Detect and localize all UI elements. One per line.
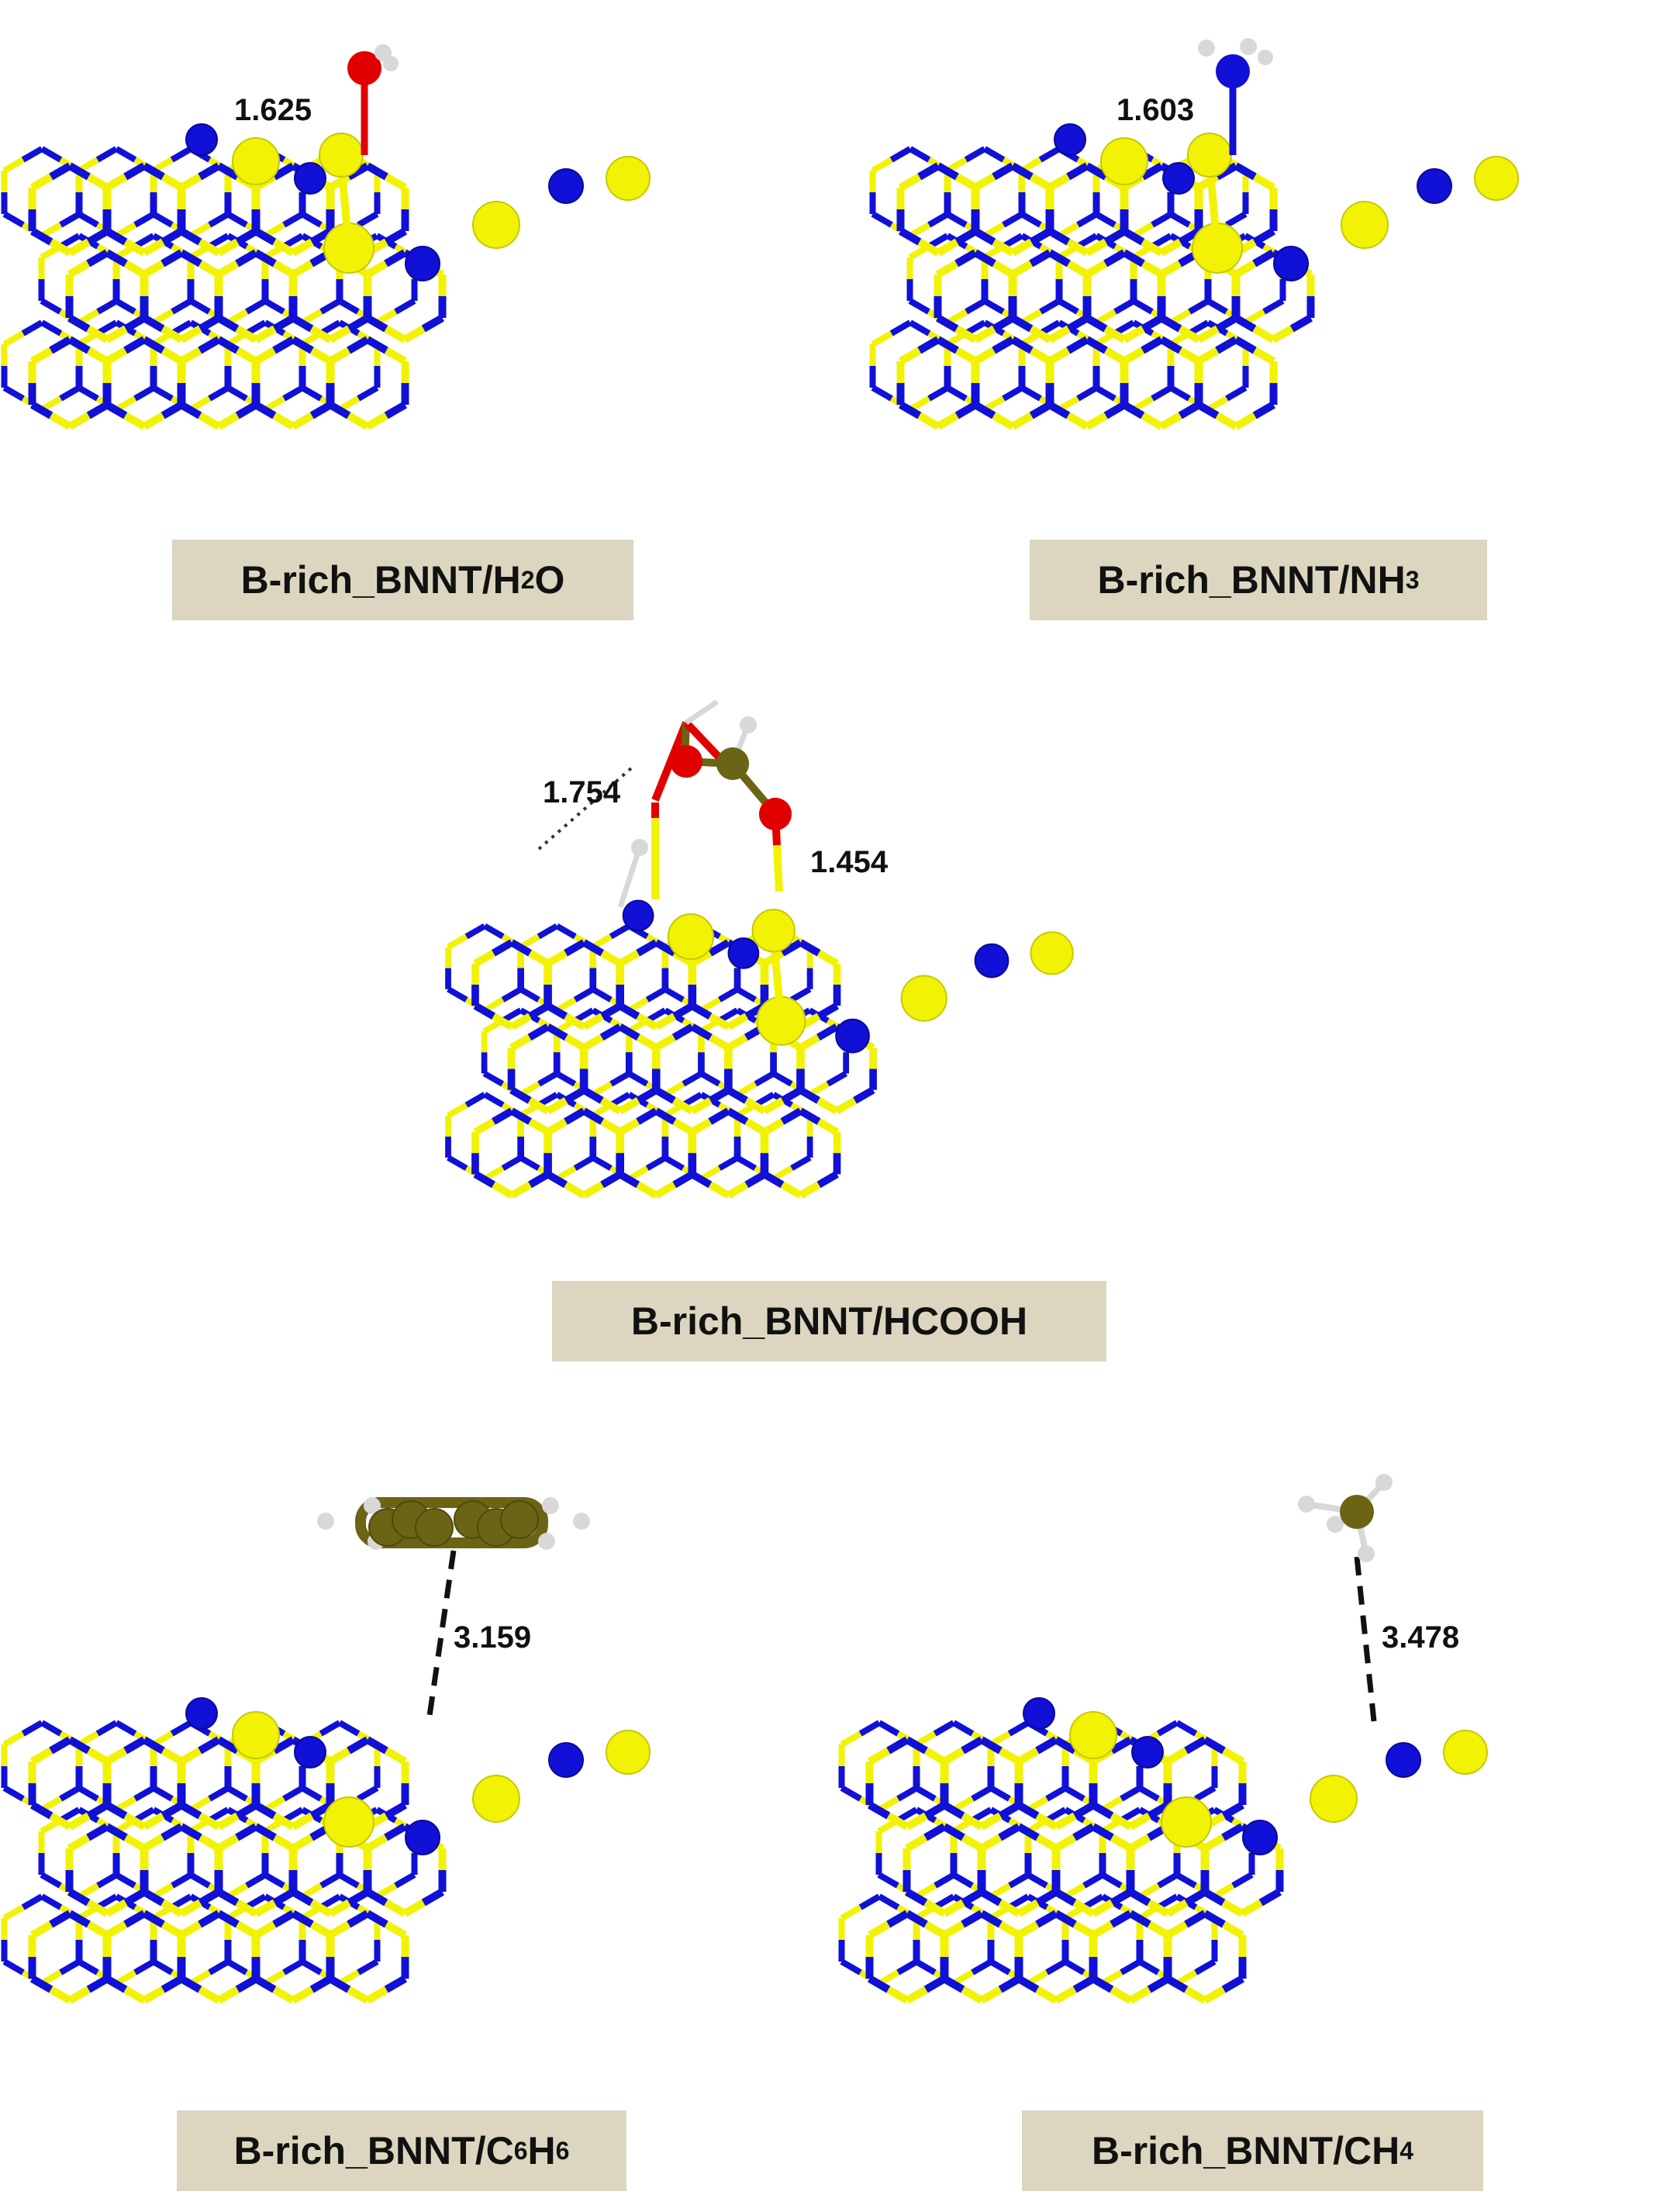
caption-text: O bbox=[534, 558, 565, 602]
boron-atom bbox=[1341, 201, 1389, 249]
nitrogen-atom bbox=[1162, 162, 1195, 195]
hydrogen-atom bbox=[1198, 40, 1215, 57]
panel-hcooh: 1.754 1.454 bbox=[445, 699, 1210, 1295]
hydrogen-atom bbox=[538, 1533, 555, 1550]
nitrogen-atom bbox=[622, 899, 654, 932]
bnnt-structure bbox=[869, 123, 1519, 430]
hydrogen-atom bbox=[631, 839, 648, 856]
hydrogen-atom bbox=[573, 1513, 590, 1530]
water-molecule bbox=[347, 44, 399, 155]
hydrogen-atom bbox=[1298, 1496, 1315, 1513]
boron-atom bbox=[751, 909, 796, 953]
caption-text: B-rich_BNNT/HCOOH bbox=[630, 1299, 1028, 1343]
nitrogen-atom bbox=[1023, 1697, 1055, 1730]
carbon-atom bbox=[1340, 1495, 1374, 1529]
caption-text: B-rich_BNNT/CH bbox=[1091, 2129, 1400, 2172]
nitrogen-atom bbox=[1131, 1736, 1164, 1769]
ammonia-molecule bbox=[1198, 38, 1273, 155]
hydrogen-atom bbox=[740, 716, 757, 733]
caption-text: B-rich_BNNT/C bbox=[233, 2129, 514, 2172]
distance-label: 3.478 bbox=[1382, 1620, 1460, 1655]
methane-molecule bbox=[1298, 1474, 1393, 1722]
nitrogen-atom bbox=[1417, 168, 1452, 204]
nitrogen-atom bbox=[548, 168, 584, 204]
nitrogen-atom bbox=[405, 246, 440, 281]
oxygen-atom bbox=[759, 798, 792, 830]
caption-text: B-rich_BNNT/H bbox=[240, 558, 521, 602]
hbond-distance-label: 1.754 bbox=[543, 775, 621, 809]
nitrogen-atom bbox=[835, 1018, 870, 1054]
boron-atom bbox=[1030, 931, 1074, 975]
nitrogen-atom bbox=[294, 1736, 326, 1769]
oxygen-atom bbox=[670, 745, 702, 778]
panel-nh3: 1.603 bbox=[869, 38, 1651, 527]
boron-atom bbox=[1161, 1796, 1212, 1848]
caption-text: B-rich_BNNT/NH bbox=[1097, 558, 1406, 602]
nitrogen-atom bbox=[294, 162, 326, 195]
nitrogen-atom bbox=[1386, 1742, 1421, 1778]
hydrogen-atom bbox=[364, 1497, 381, 1514]
nitrogen-atom bbox=[548, 1742, 584, 1778]
hydrogen-atom bbox=[1358, 1545, 1375, 1562]
nitrogen-atom bbox=[1054, 123, 1086, 156]
nitrogen-atom bbox=[405, 1820, 440, 1855]
bnnt-structure bbox=[1, 1697, 651, 2004]
bnnt-structure bbox=[445, 899, 1074, 1199]
bnnt-structure bbox=[838, 1697, 1488, 2004]
hydrogen-atom bbox=[1258, 50, 1273, 65]
hydrogen-atom bbox=[1240, 38, 1257, 55]
nitrogen-atom bbox=[1216, 54, 1250, 88]
distance-label: 3.159 bbox=[454, 1620, 532, 1655]
nitrogen-atom bbox=[1242, 1820, 1278, 1855]
hydrogen-atom bbox=[1375, 1474, 1393, 1491]
carbon-atom bbox=[500, 1500, 539, 1539]
nitrogen-atom bbox=[727, 937, 760, 969]
boron-atom bbox=[323, 1796, 374, 1848]
boron-atom bbox=[1069, 1711, 1117, 1759]
boron-atom bbox=[232, 1711, 280, 1759]
oxygen-atom bbox=[347, 51, 381, 85]
benzene-molecule bbox=[317, 1497, 590, 1722]
caption-text: H bbox=[527, 2129, 556, 2172]
panel-c6h6: 3.159 bbox=[1, 1497, 814, 2078]
boron-atom bbox=[667, 913, 715, 961]
boron-atom bbox=[232, 137, 280, 185]
formic-acid-molecule bbox=[537, 699, 792, 909]
boron-atom bbox=[1100, 137, 1148, 185]
hydrogen-atom bbox=[1327, 1516, 1344, 1533]
hydrogen-atom bbox=[542, 1497, 559, 1514]
bond-distance-label: 1.603 bbox=[1117, 93, 1195, 127]
boron-atom bbox=[472, 1775, 520, 1823]
boron-atom bbox=[900, 975, 947, 1022]
nitrogen-atom bbox=[974, 943, 1010, 978]
boron-atom bbox=[472, 201, 520, 249]
hydrogen-atom bbox=[317, 1513, 334, 1530]
panel-h2o: 1.625 bbox=[1, 44, 814, 527]
boron-atom bbox=[606, 156, 651, 201]
boron-atom bbox=[1310, 1775, 1358, 1823]
caption-hcooh: B-rich_BNNT/HCOOH bbox=[552, 1281, 1106, 1361]
nitrogen-atom bbox=[185, 123, 218, 156]
boron-atom bbox=[606, 1730, 651, 1775]
hydrogen-atom bbox=[383, 56, 399, 71]
bond-distance-label: 1.625 bbox=[234, 93, 312, 127]
carbon-atom bbox=[415, 1508, 454, 1547]
panel-ch4: 3.478 bbox=[838, 1474, 1651, 2086]
bnnt-structure bbox=[1, 123, 651, 430]
boron-atom bbox=[1474, 156, 1519, 201]
nitrogen-atom bbox=[1273, 246, 1309, 281]
bond-distance-label: 1.454 bbox=[810, 845, 889, 879]
carbon-atom bbox=[716, 747, 749, 780]
nitrogen-atom bbox=[185, 1697, 218, 1730]
boron-atom bbox=[1443, 1730, 1488, 1775]
